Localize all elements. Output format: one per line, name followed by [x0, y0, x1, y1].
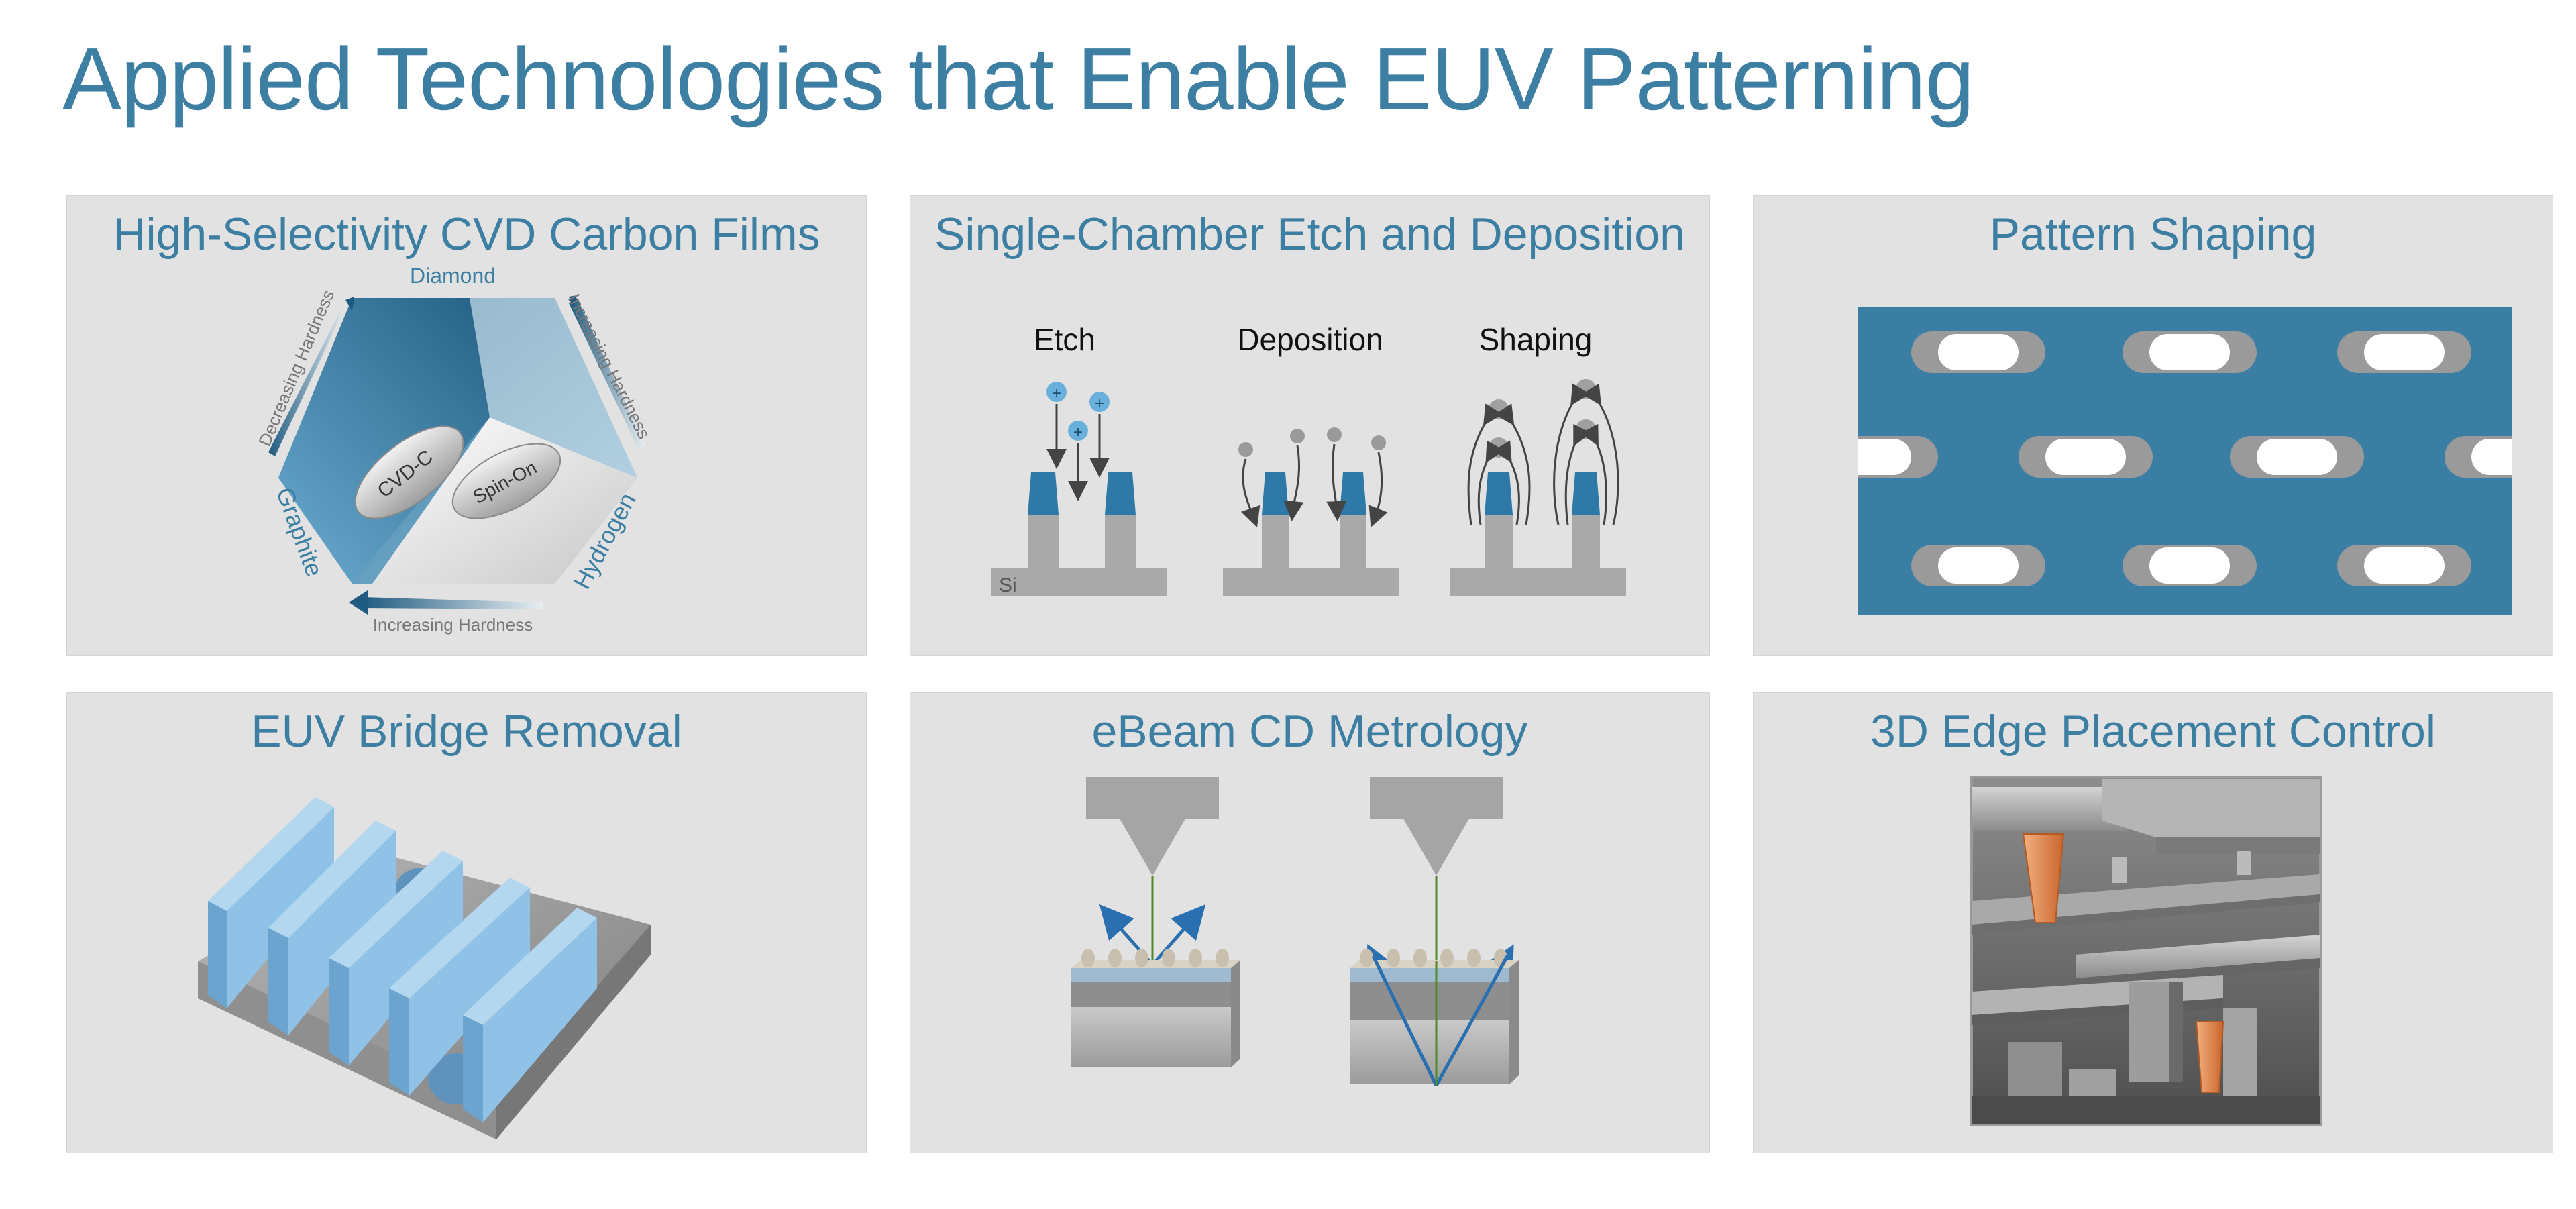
diamond-label: Diamond: [410, 264, 496, 288]
ebeam-column-left: [1086, 777, 1219, 966]
resist-line: [268, 821, 396, 1035]
slot-feature: [2230, 436, 2364, 478]
slot-feature: [1911, 331, 2045, 373]
sample-block-right: [1350, 949, 1519, 1087]
step-label-shaping: Shaping: [1479, 322, 1593, 357]
edge-placement-diagram: [1970, 776, 2322, 1126]
panel-title-edge-placement: 3D Edge Placement Control: [1870, 706, 2436, 757]
carbon-films-diagram: CVD-C Spin-On Diamond Decreasing Hardnes…: [254, 264, 654, 635]
etch-structure: Si + + +: [991, 382, 1167, 596]
panel-etch-deposition: Etch Deposition Shaping Si + + +: [910, 195, 1710, 656]
panel-title-carbon-films: High-Selectivity CVD Carbon Films: [113, 209, 820, 260]
pattern-shaping-diagram: [1754, 303, 2553, 619]
contact-via: [2195, 1021, 2224, 1093]
slot-feature: [1911, 545, 2045, 586]
panel-edge-placement: 3D Edge Placement Control: [1753, 692, 2553, 1153]
panel-title-ebeam-metrology: eBeam CD Metrology: [1091, 706, 1528, 757]
etch-deposition-diagram: Etch Deposition Shaping Si + + +: [991, 322, 1626, 596]
resist-line: [208, 797, 334, 1008]
slot-feature: [2337, 545, 2471, 586]
bridge-removal-diagram: [198, 797, 651, 1139]
resist-line: [463, 908, 597, 1122]
deposition-structure: [1223, 427, 1399, 596]
increasing-hardness-arrow-bottom: [362, 597, 543, 609]
slot-feature: [2123, 331, 2257, 373]
slot-feature: [2337, 331, 2471, 373]
slot-feature: [2123, 545, 2257, 586]
increasing-hardness-arrow-right: [569, 298, 645, 450]
ion-icon: +: [1089, 392, 1110, 413]
sample-block-left: [1071, 949, 1240, 1067]
ebeam-metrology-diagram: [1071, 777, 1519, 1087]
panel-pattern-shaping: Pattern Shaping: [1753, 195, 2553, 656]
shaping-structure: [1450, 379, 1626, 596]
panel-ebeam-metrology: eBeam CD Metrology: [910, 692, 1710, 1153]
cvd-c-pill: [354, 425, 464, 519]
edge-placement-render: [1970, 776, 2322, 1126]
ion-icon: +: [1046, 382, 1067, 403]
resist-line: [329, 851, 463, 1065]
spin-on-pill: [451, 443, 561, 519]
panel-bridge-removal: EUV Bridge Removal: [66, 692, 867, 1153]
svg-text:+: +: [1052, 384, 1061, 403]
ion-icon: +: [1068, 421, 1088, 441]
resist-line: [389, 878, 530, 1096]
step-label-deposition: Deposition: [1237, 322, 1383, 357]
step-label-etch: Etch: [1034, 322, 1095, 357]
si-label: Si: [999, 574, 1017, 596]
slot-feature: [2019, 436, 2153, 478]
panel-title-bridge-removal: EUV Bridge Removal: [251, 706, 682, 757]
increasing-hardness-bottom-label: Increasing Hardness: [373, 615, 533, 635]
svg-text:+: +: [1095, 395, 1104, 413]
panel-title-pattern-shaping: Pattern Shaping: [1989, 209, 2317, 260]
svg-text:+: +: [1073, 423, 1083, 441]
contact-via: [2022, 833, 2065, 923]
panel-carbon-films: CVD-C Spin-On Diamond Decreasing Hardnes…: [66, 195, 867, 656]
panel-title-etch-deposition: Single-Chamber Etch and Deposition: [934, 209, 1685, 260]
page-title: Applied Technologies that Enable EUV Pat…: [62, 30, 1974, 128]
decreasing-hardness-arrow: [268, 302, 347, 456]
